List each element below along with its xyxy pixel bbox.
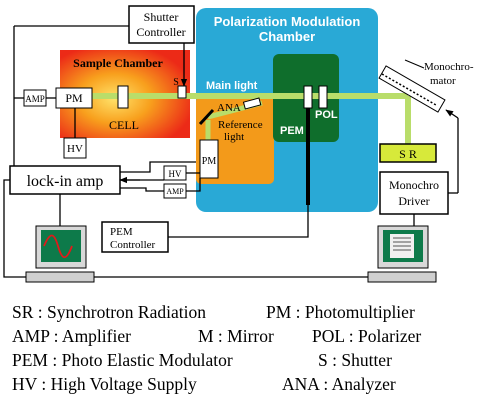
sr-label: S R	[399, 147, 417, 161]
mono-driver-line1: Monochro	[389, 178, 439, 192]
reference-light-line1: Reference	[218, 119, 263, 131]
pm-center-label: PM	[202, 156, 217, 167]
legend-amp: AMP : Amplifier	[12, 326, 131, 346]
pm-left-label: PM	[65, 91, 83, 105]
legend-m: M : Mirror	[198, 326, 274, 346]
pol-label: POL	[315, 109, 338, 121]
sample-chamber-label: Sample Chamber	[73, 56, 163, 70]
lock-in-amp-label: lock-in amp	[27, 173, 104, 190]
hv-center-label: HV	[169, 169, 182, 179]
pem-controller-line2: Controller	[110, 239, 156, 251]
pem-controller-line1: PEM	[110, 226, 133, 238]
pol-element	[318, 85, 328, 109]
shutter-controller-line1: Shutter	[144, 10, 179, 24]
monochromator-arrow	[404, 59, 425, 69]
left-computer	[25, 225, 95, 283]
legend-sr: SR : Synchrotron Radiation	[12, 302, 206, 322]
legend-pm: PM : Photomultiplier	[266, 302, 415, 322]
pm-chamber-title-line1: Polarization Modulation	[214, 14, 361, 29]
shutter-label: S	[173, 77, 179, 88]
shutter-controller-line2: Controller	[136, 25, 185, 39]
amp-center-label: AMP	[166, 187, 184, 196]
right-computer	[367, 225, 437, 283]
pm-chamber-title-line2: Chamber	[259, 29, 315, 44]
analyzer	[242, 97, 262, 110]
cell	[117, 85, 129, 109]
main-light-label: Main light	[206, 80, 258, 92]
pm-center-box	[199, 139, 219, 179]
driver-to-mono-top	[445, 109, 459, 119]
legend-hv: HV : High Voltage Supply	[12, 374, 197, 394]
mono-driver-line2: Driver	[398, 194, 429, 208]
wiring	[3, 25, 415, 278]
hv-left-label: HV	[67, 143, 83, 155]
legend-s: S : Shutter	[318, 350, 392, 370]
amp-left-label: AMP	[25, 94, 45, 104]
pem-label: PEM	[280, 125, 304, 137]
legend-pol: POL : Polarizer	[312, 326, 421, 346]
legend-pem: PEM : Photo Elastic Modulator	[12, 350, 233, 370]
pem-element	[303, 85, 313, 109]
monochromator-line1: Monochro-	[424, 61, 474, 73]
legend-ana: ANA : Analyzer	[282, 374, 396, 394]
cell-label: CELL	[109, 118, 139, 132]
ana-label: ANA	[217, 102, 241, 114]
shutter-controller-box	[128, 5, 195, 44]
sr-box	[379, 143, 437, 163]
mirror	[198, 108, 215, 126]
shutter	[177, 85, 187, 99]
monochromator-line2: mator	[430, 75, 456, 87]
reference-light-line2: light	[224, 131, 244, 143]
